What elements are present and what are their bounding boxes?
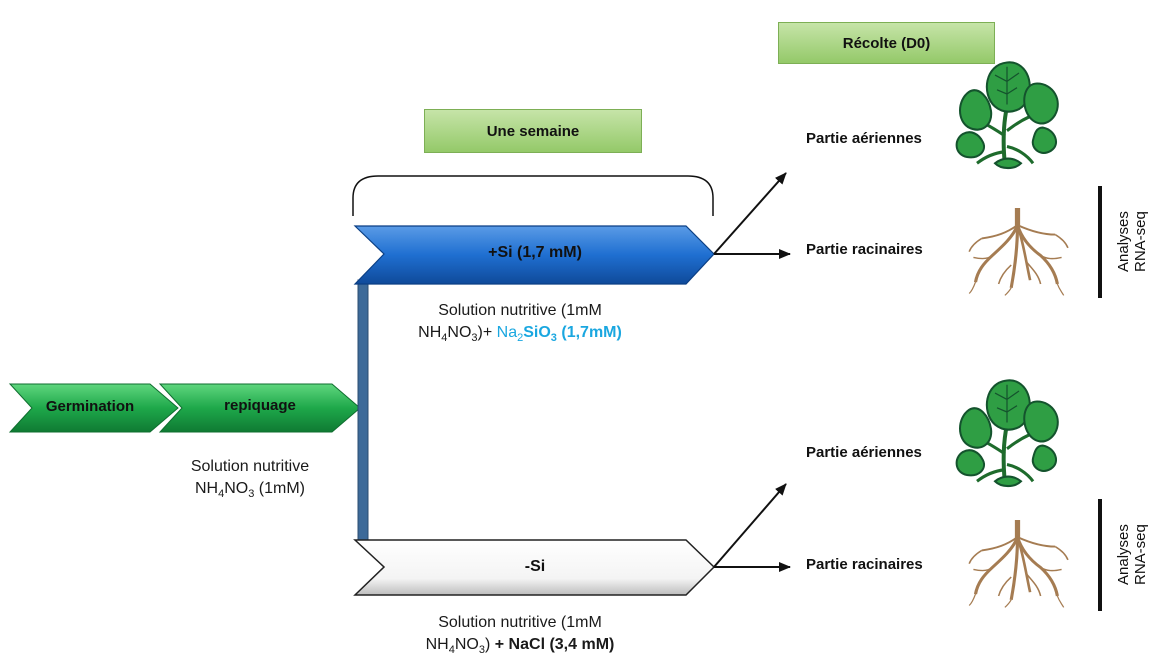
harvest-box: Récolte (D0) (778, 22, 995, 64)
plus-si-solution-line2: NH4NO3)+ Na2SiO3 (1,7mM) (418, 324, 622, 345)
transplant-arrow (158, 383, 361, 433)
aerial-label-top: Partie aériennes (806, 130, 922, 147)
duration-label: Une semaine (486, 122, 580, 140)
analysis-bar-top (1098, 186, 1102, 298)
plant-root-icon-bottom (969, 520, 1068, 607)
minus-si-arrow (353, 539, 716, 596)
duration-box: Une semaine (424, 109, 642, 153)
plant-root-icon-top (969, 208, 1068, 295)
initial-solution-line2: NH4NO3 (1mM) (194, 480, 305, 501)
minus-si-label: -Si (524, 558, 546, 575)
transplant-label: repiquage (224, 397, 296, 414)
plus-si-solution-text: Solution nutritive (1mM NH4NO3)+ Na2SiO3… (375, 300, 665, 349)
branch-stem (357, 279, 369, 543)
initial-solution-line1: Solution nutritive (190, 458, 310, 475)
plus-si-label: +Si (1,7 mM) (488, 244, 582, 261)
plant-shoot-icon-bottom (957, 380, 1058, 486)
analysis-bar-bottom (1098, 499, 1102, 611)
aerial-label-bottom: Partie aériennes (806, 444, 922, 461)
root-label-top: Partie racinaires (806, 241, 923, 258)
plus-si-solution-line1: Solution nutritive (1mM (438, 302, 602, 319)
harvest-label: Récolte (D0) (842, 34, 931, 52)
germination-arrow (8, 383, 179, 433)
arrow-to-aerial-top (713, 172, 787, 255)
plant-shoot-icon-top (957, 62, 1058, 168)
root-label-bottom: Partie racinaires (806, 556, 923, 573)
minus-si-solution-line1: Solution nutritive (1mM (438, 614, 602, 631)
week-bracket (352, 175, 714, 216)
initial-solution-text: Solution nutritive NH4NO3 (1mM) (150, 456, 350, 505)
germination-label: Germination (45, 398, 135, 415)
plus-si-arrow (353, 225, 715, 285)
minus-si-solution-line2: NH4NO3) + NaCl (3,4 mM) (425, 636, 615, 657)
minus-si-solution-text: Solution nutritive (1mM NH4NO3) + NaCl (… (375, 612, 665, 661)
arrow-to-aerial-bottom (713, 483, 787, 568)
